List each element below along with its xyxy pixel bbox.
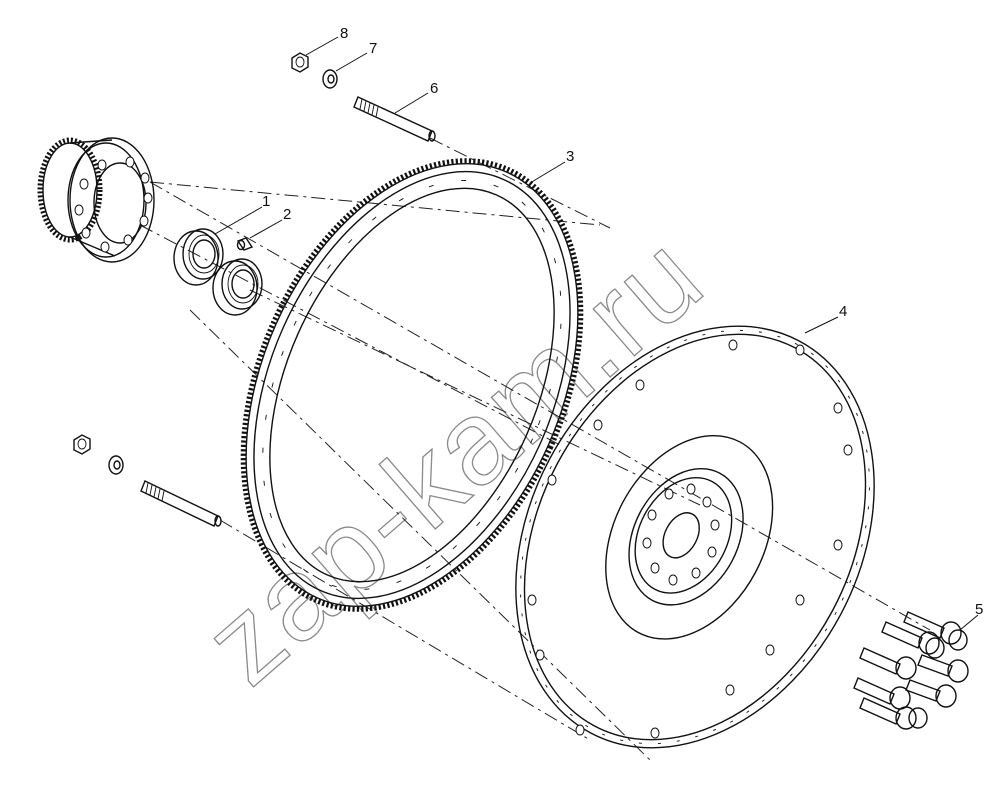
bolt — [853, 677, 911, 710]
bolt — [859, 647, 917, 680]
washer-bottom — [108, 455, 124, 475]
callout-3: 3 — [566, 148, 574, 165]
stud-top — [353, 96, 436, 142]
callout-6: 6 — [430, 80, 438, 97]
bolt — [903, 611, 968, 651]
nut-bottom — [73, 434, 91, 455]
leader-lines — [214, 36, 979, 631]
gear-hub — [37, 137, 155, 263]
stud-bottom — [140, 480, 222, 527]
callout-5: 5 — [975, 601, 983, 618]
nut-top — [291, 52, 309, 73]
bolt — [917, 654, 969, 683]
callout-8: 8 — [340, 25, 348, 42]
bearing-1 — [173, 228, 224, 286]
assembly-lines — [139, 137, 931, 761]
callout-4: 4 — [839, 303, 847, 320]
bearing-2 — [212, 258, 263, 316]
flywheel — [515, 325, 875, 749]
flywheel-bolt-holes — [527, 339, 853, 739]
bolt — [905, 679, 957, 708]
callout-labels: 1 2 3 4 5 6 7 8 — [262, 25, 983, 618]
bolt — [881, 621, 945, 659]
callout-1: 1 — [262, 193, 270, 210]
callout-7: 7 — [369, 40, 377, 57]
dowel-pin — [236, 237, 254, 251]
washer-top — [322, 69, 338, 89]
bolt — [859, 697, 928, 730]
callout-2: 2 — [283, 206, 291, 223]
bolt-set — [853, 611, 969, 730]
ring-gear — [240, 158, 584, 612]
